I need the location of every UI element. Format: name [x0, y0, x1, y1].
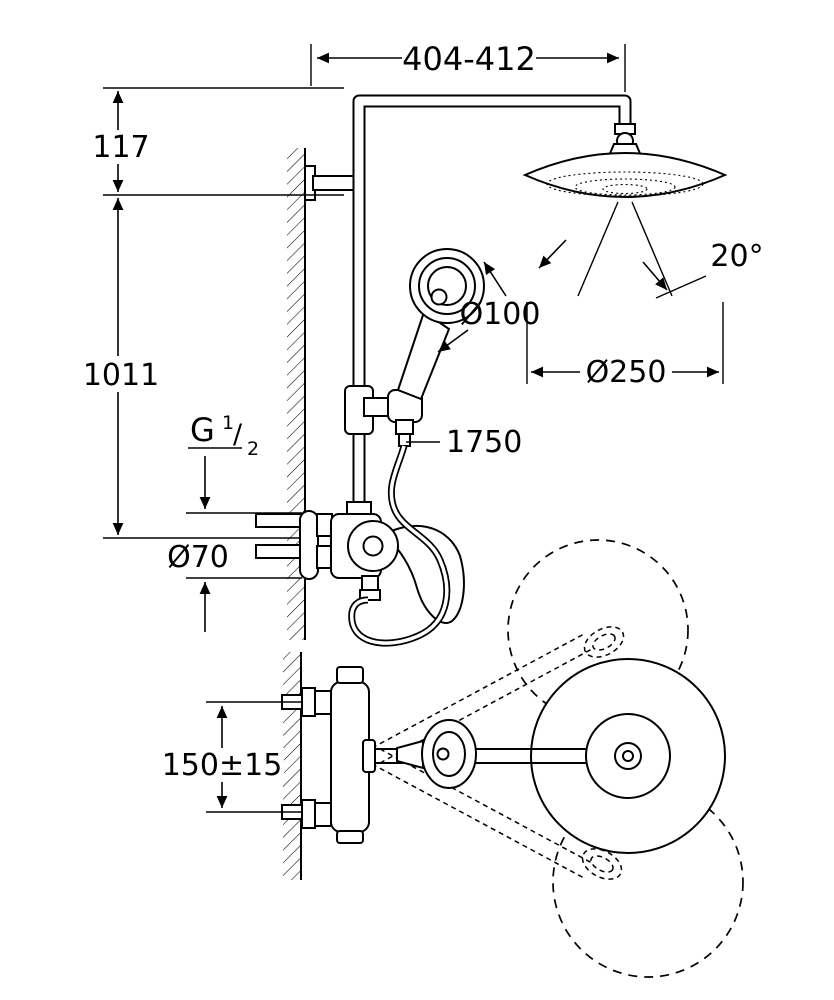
spray-angle-label: 20°	[710, 239, 763, 274]
height-1011-label: 1011	[83, 358, 159, 393]
hand-shower	[395, 248, 485, 447]
hand-shower-holder	[344, 385, 423, 435]
showerhead-rotated-up-outline	[507, 539, 689, 721]
dimension-head-diameter: Ø250	[526, 302, 724, 390]
thread-size-label: G 1 / 2	[188, 411, 259, 460]
handshower-top-view	[396, 719, 477, 789]
thread-denominator: 2	[247, 438, 259, 460]
spray-cone: 20°	[538, 201, 764, 299]
valve-side-view	[281, 666, 376, 844]
shower-head	[522, 123, 728, 198]
dimension-117: 117	[92, 87, 344, 196]
dimension-top-width: 404-412	[310, 40, 626, 92]
dimension-1011: 1011	[83, 197, 300, 539]
handshower-rotated-up-outline	[583, 626, 625, 658]
thread-numerator: 1	[222, 412, 234, 434]
dimension-hose-length: 1750	[406, 425, 522, 460]
hose-length-label: 1750	[446, 425, 522, 460]
dimension-escutcheon-diameter: Ø70	[160, 456, 302, 632]
shower-pipe	[352, 94, 632, 520]
top-width-label: 404-412	[402, 40, 536, 78]
thread-g: G	[190, 411, 215, 449]
dimension-connection-spacing: 150±15	[158, 701, 303, 813]
showerhead-diameter-label: Ø250	[586, 355, 667, 390]
handshower-diameter-label: Ø100	[460, 297, 541, 332]
wall-lower	[283, 652, 302, 880]
escutcheon-diameter-label: Ø70	[167, 540, 229, 575]
connection-spacing-label: 150±15	[162, 748, 283, 783]
shower-hose	[348, 445, 451, 647]
pipe-wall-bracket	[304, 165, 356, 201]
thread-slash: /	[233, 419, 243, 450]
escutcheon	[299, 510, 319, 580]
dimension-handshower-diameter: Ø100	[437, 261, 541, 353]
showerhead-rotated-down-outline	[552, 786, 744, 978]
offset-117-label: 117	[92, 130, 149, 165]
hand-shower-handle	[396, 310, 451, 401]
